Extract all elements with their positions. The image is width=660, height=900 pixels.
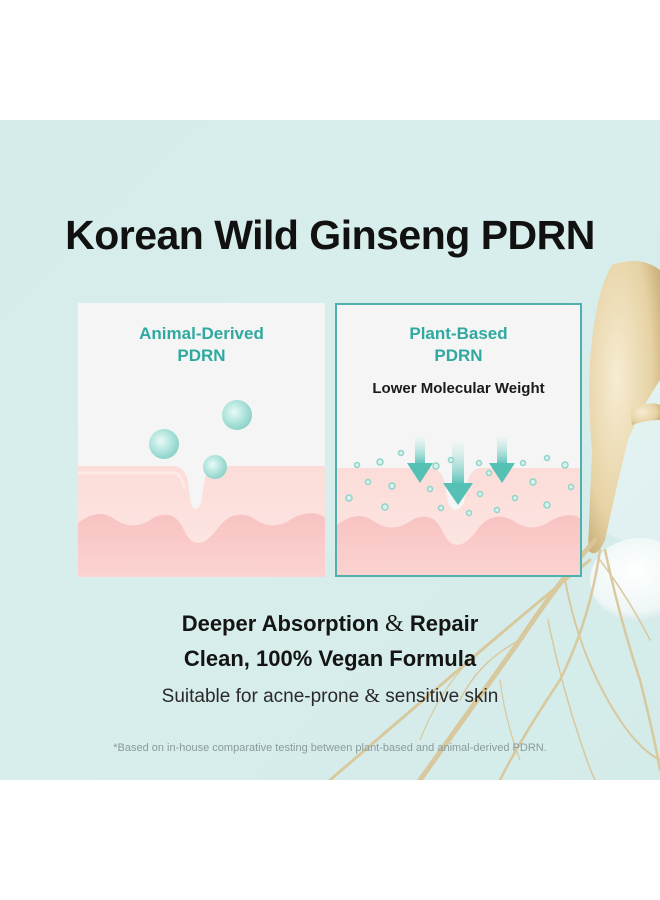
skin-layer-penetration-illustration: [337, 437, 580, 575]
molecule-icon: [203, 455, 227, 479]
molecule-icon: [149, 429, 179, 459]
small-molecule-icon: [345, 449, 575, 517]
claim-text: Suitable for acne-prone: [161, 686, 365, 707]
ampersand: &: [364, 685, 381, 707]
claim-text: Repair: [403, 611, 479, 636]
panel-title-line2: PDRN: [177, 346, 226, 365]
claim-text: sensitive skin: [380, 686, 499, 707]
molecule-icon: [222, 400, 252, 430]
skin-layer-blocked-illustration: [78, 400, 325, 577]
plant-based-panel: Plant-Based PDRN Lower Molecular Weight: [335, 303, 582, 577]
ginseng-root-illustration: [328, 261, 660, 780]
claim-text: Deeper Absorption: [181, 611, 386, 636]
claim-vegan: Clean, 100% Vegan Formula: [183, 646, 477, 671]
panel-title: Plant-Based PDRN: [337, 323, 580, 367]
penetration-arrow-icon: [407, 437, 433, 483]
penetration-arrow-icon: [443, 443, 473, 505]
footnote: *Based on in-house comparative testing b…: [113, 742, 547, 754]
claim-absorption: Deeper Absorption & Repair: [0, 607, 660, 641]
penetration-arrow-icon: [489, 437, 515, 483]
ampersand: &: [385, 611, 404, 637]
panel-title-line2: PDRN: [434, 346, 483, 365]
page-title: Korean Wild Ginseng PDRN: [65, 212, 595, 258]
product-banner: Korean Wild Ginseng PDRN: [0, 120, 660, 780]
claim-skin-type: Suitable for acne-prone & sensitive skin: [0, 685, 660, 708]
panel-title-line1: Animal-Derived: [139, 324, 264, 343]
panel-subtitle: Lower Molecular Weight: [372, 380, 545, 397]
panel-title: Animal-Derived PDRN: [78, 323, 325, 367]
panel-title-line1: Plant-Based: [409, 324, 508, 343]
animal-derived-panel: Animal-Derived PDRN: [78, 303, 325, 577]
